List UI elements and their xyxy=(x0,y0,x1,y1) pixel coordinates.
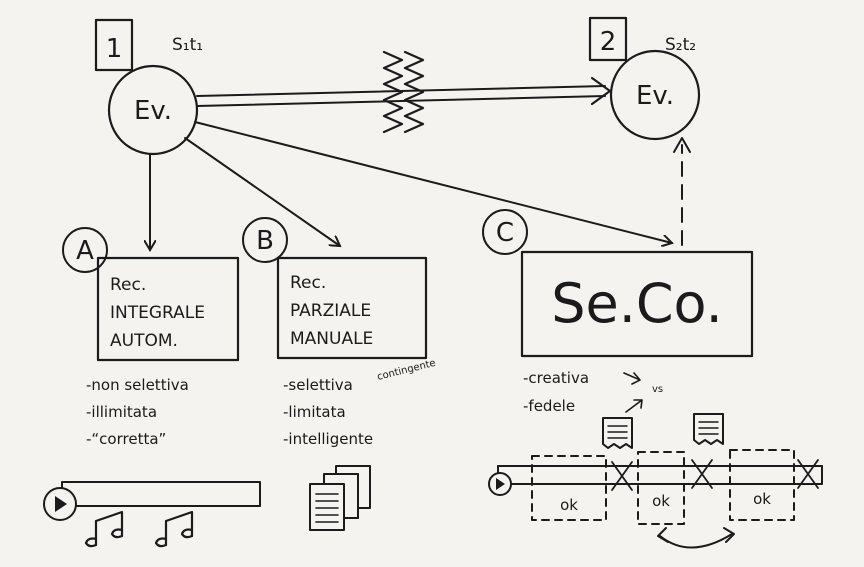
event-2-number: 2 xyxy=(600,27,617,57)
arrow-right-icon xyxy=(623,372,641,385)
swap-arrow-right xyxy=(723,527,735,543)
branch-c-note-1: -creativa xyxy=(523,369,589,387)
segment-box xyxy=(729,449,795,521)
branch-a-tape xyxy=(61,481,261,507)
event-2-number-box xyxy=(588,16,628,62)
branch-a-box-line-1: Rec. xyxy=(110,275,146,295)
branch-a-letter: A xyxy=(76,236,94,266)
branch-b-letter: B xyxy=(256,226,274,256)
arrow-to-c xyxy=(194,121,672,243)
branch-a-note-1: -non selettiva xyxy=(86,376,189,394)
branch-b-marker xyxy=(242,217,288,263)
event-2-coords: S₂t₂ xyxy=(665,35,696,55)
event-2-circle xyxy=(609,49,701,141)
branch-a-box-line-2: INTEGRALE xyxy=(110,303,205,323)
arrow-to-b xyxy=(184,137,340,246)
branch-a-marker xyxy=(62,227,108,273)
branch-c-vs: vs xyxy=(652,384,663,395)
branch-b-note-small: contingente xyxy=(376,358,437,383)
arrow-up-right-icon xyxy=(625,399,643,413)
document-icon xyxy=(602,417,633,449)
branch-c-box xyxy=(520,250,754,358)
branch-b-box xyxy=(276,256,428,360)
direct-transmission-arrow xyxy=(196,50,612,134)
branch-a-box-line-3: AUTOM. xyxy=(110,331,178,351)
branch-a-box xyxy=(96,256,240,362)
event-2: 2 S₂t₂ Ev. xyxy=(588,16,701,141)
branch-c-tape xyxy=(497,465,823,485)
noise-zigzag-right xyxy=(403,50,425,134)
event-1-number-box xyxy=(94,18,134,72)
segment-label-3: ok xyxy=(753,490,771,508)
document-stack-icon xyxy=(309,465,371,531)
branch-c-marker xyxy=(482,209,528,255)
play-icon xyxy=(55,496,67,512)
branch-b-box-line-2: PARZIALE xyxy=(290,301,371,321)
branch-c-note-2: -fedele xyxy=(523,397,575,415)
segment-box xyxy=(637,451,685,525)
event-2-label: Ev. xyxy=(636,81,674,111)
branch-b-note-1: -selettiva xyxy=(283,376,353,394)
segment-box xyxy=(531,455,607,521)
cut-mark-icon xyxy=(691,459,713,489)
event-1-coords: S₁t₁ xyxy=(172,35,203,55)
branch-a: A Rec. INTEGRALE AUTOM. -non selettiva -… xyxy=(43,227,261,548)
branch-b-box-line-1: Rec. xyxy=(290,273,326,293)
branch-b-note-3: -intelligente xyxy=(283,430,373,448)
segment-label-1: ok xyxy=(560,496,578,514)
event-1-number: 1 xyxy=(106,34,123,64)
branch-c-box-label: Se.Co. xyxy=(551,272,723,335)
play-icon xyxy=(496,478,505,490)
segment-label-2: ok xyxy=(652,492,670,510)
event-1-label: Ev. xyxy=(134,96,172,126)
branch-a-note-3: -“corretta” xyxy=(86,430,166,448)
music-note-icon xyxy=(154,510,194,548)
branch-a-timeline xyxy=(43,481,261,548)
event-1: 1 S₁t₁ Ev. xyxy=(94,18,203,156)
branch-c: C Se.Co. -creativa -fedele vs ok ok ok xyxy=(482,209,823,549)
swap-arrow-left xyxy=(657,527,669,543)
cut-mark-icon xyxy=(797,459,819,489)
noise-zigzag-left xyxy=(382,50,404,134)
event-1-circle xyxy=(107,64,199,156)
branch-b: B Rec. PARZIALE MANUALE -selettiva conti… xyxy=(242,217,437,531)
cut-mark-icon xyxy=(611,461,633,491)
branch-b-note-2: -limitata xyxy=(283,403,346,421)
document-icon xyxy=(693,413,724,445)
branch-c-timeline: ok ok ok xyxy=(488,449,823,549)
music-note-icon xyxy=(84,510,124,548)
branch-a-note-2: -illimitata xyxy=(86,403,157,421)
dashed-arrow-head xyxy=(673,137,691,153)
branch-b-box-line-3: MANUALE xyxy=(290,329,373,349)
branch-c-letter: C xyxy=(496,218,514,248)
swap-curve xyxy=(659,533,733,549)
